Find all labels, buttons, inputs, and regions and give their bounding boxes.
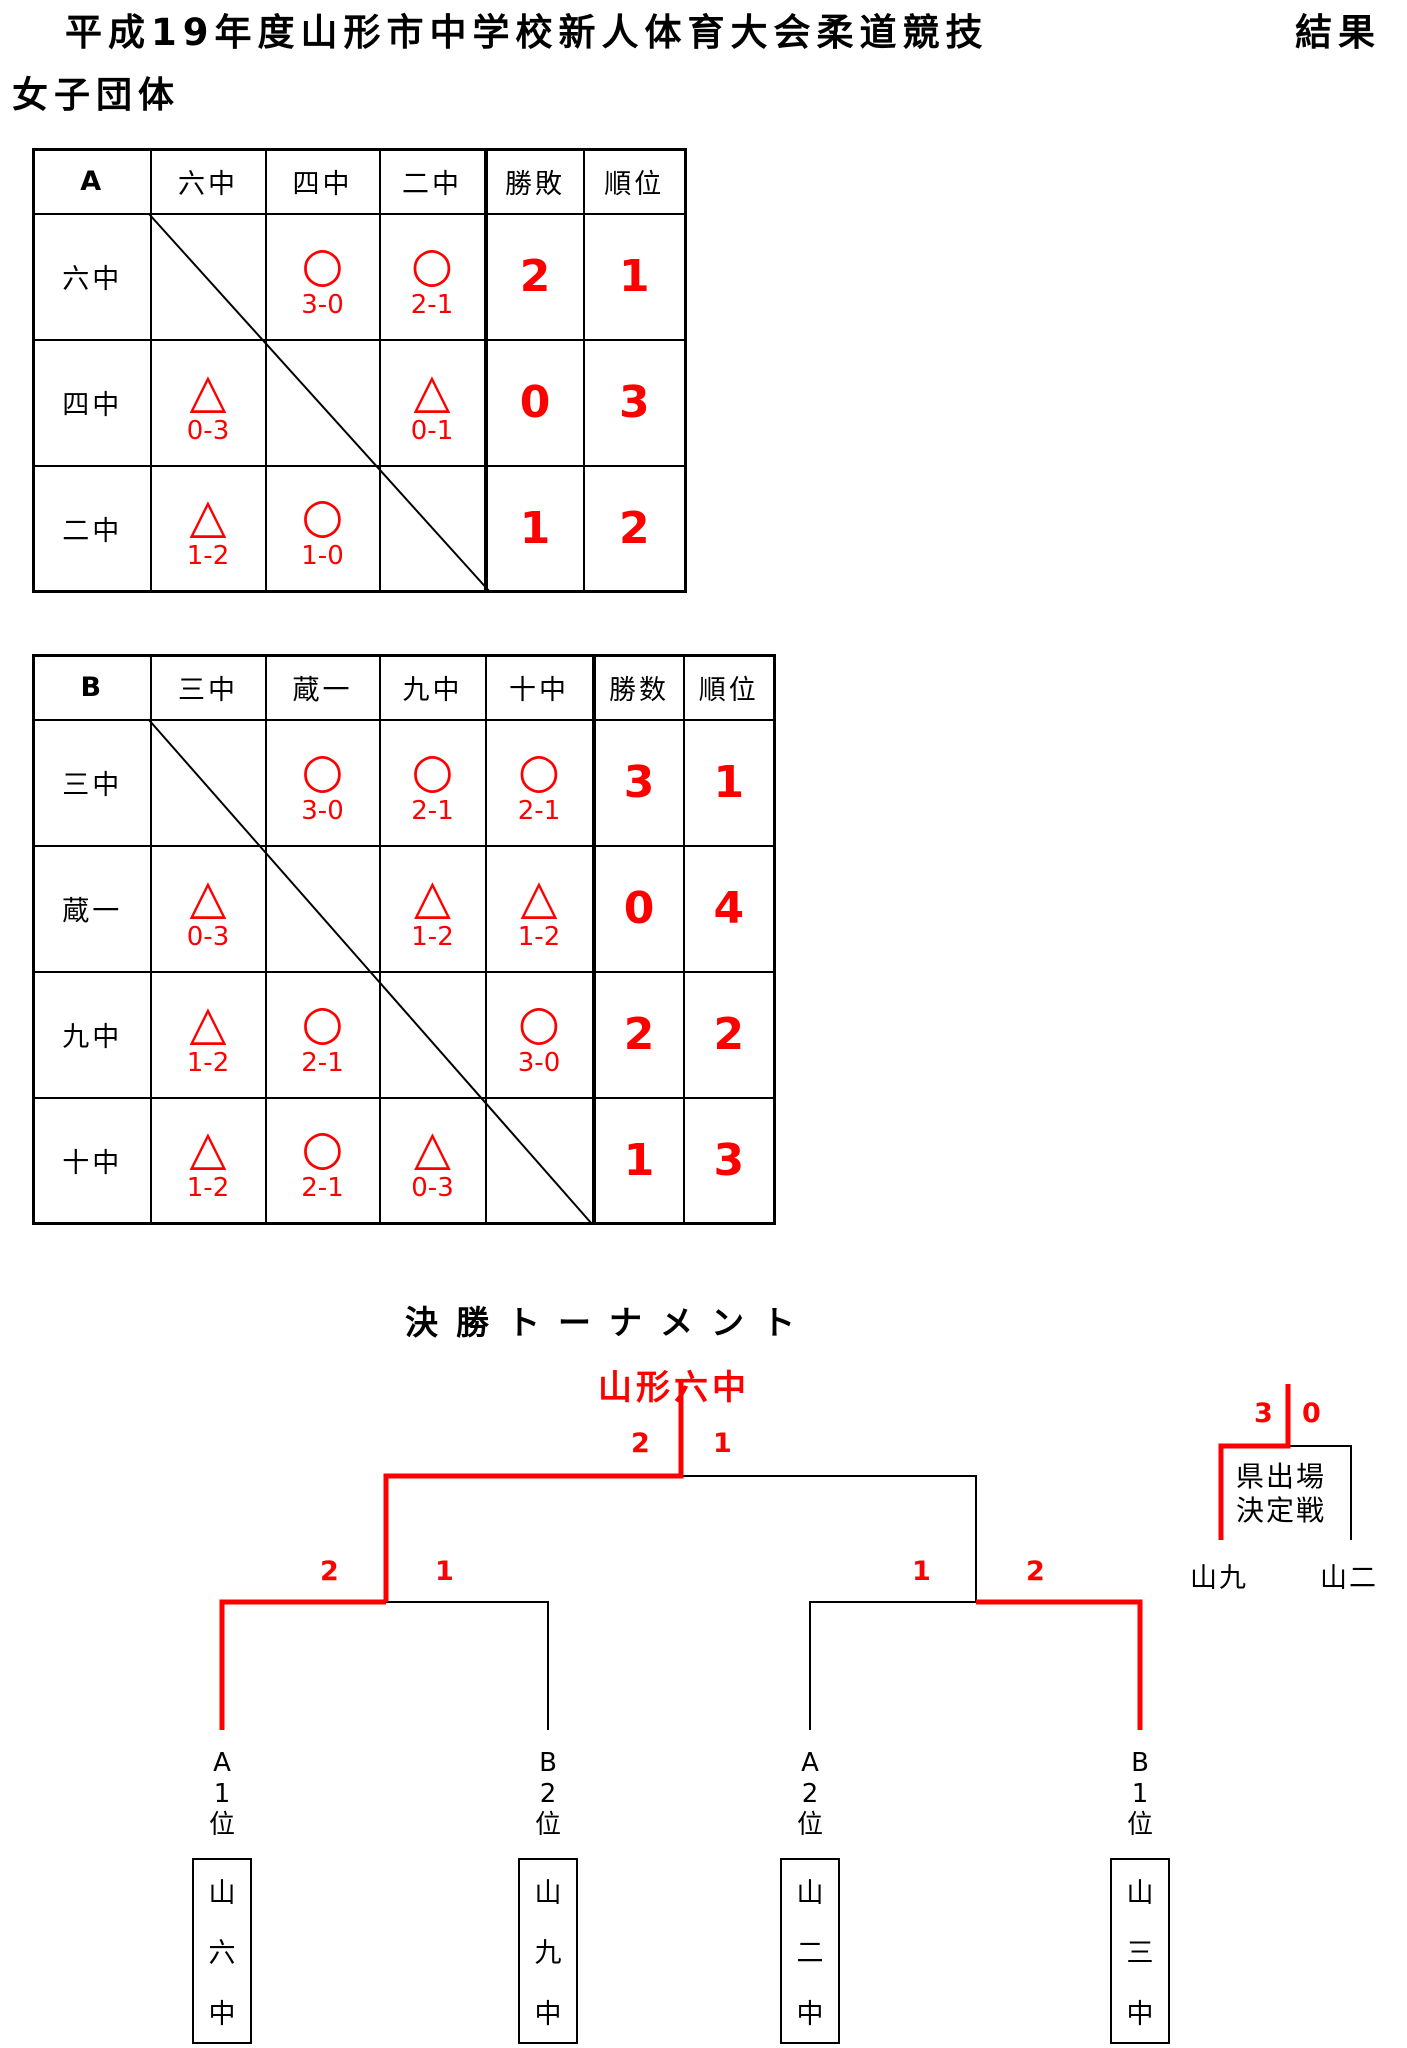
rank-cell: 2 [682, 970, 776, 1099]
rank-cell: 1 [682, 718, 776, 847]
wins-value: 0 [519, 377, 551, 428]
playoff-label-line: 決定戦 [1236, 1494, 1327, 1527]
league-a-header-row: A 六中 四中 二中 勝敗 順位 [32, 148, 687, 215]
bracket-line [386, 1601, 549, 1730]
league-b-col-team: 蔵一 [264, 654, 381, 721]
row-team-name: 六中 [32, 212, 152, 341]
wins-cell: 1 [484, 464, 585, 593]
wins-cell: 2 [484, 212, 585, 341]
rank-value: 1 [713, 757, 745, 808]
champion-name: 山形六中 [598, 1368, 750, 1408]
wins-value: 1 [519, 502, 551, 554]
league-a-col-team: 二中 [378, 148, 488, 215]
playoff-score-left: 3 [1254, 1398, 1273, 1429]
bracket-win-line [219, 1599, 386, 1730]
final-score-right: 1 [713, 1428, 732, 1459]
row-team-name: 蔵一 [32, 844, 152, 973]
league-a-col-team: 四中 [264, 148, 381, 215]
league-b-col-team: 九中 [378, 654, 487, 721]
league-b-col-team: 十中 [484, 654, 596, 721]
playoff-score-right: 0 [1302, 1398, 1321, 1429]
tournament-title: 決勝トーナメント [405, 1303, 813, 1342]
rank-cell: 3 [682, 1096, 776, 1225]
league-a-col-team: 六中 [149, 148, 267, 215]
wins-value: 2 [623, 1009, 655, 1060]
rank-value: 3 [713, 1134, 745, 1186]
playoff-team: 山九 [1190, 1563, 1248, 1594]
rank-cell: 1 [582, 212, 687, 341]
semi-right-score-left: 1 [912, 1556, 931, 1587]
bracket-line [809, 1601, 976, 1730]
row-team-name: 九中 [32, 970, 152, 1099]
row-team-name: 十中 [32, 1096, 152, 1225]
league-a-col-wins: 勝敗 [484, 148, 585, 215]
playoff-label-line: 県出場 [1236, 1460, 1327, 1493]
rank-value: 2 [713, 1009, 745, 1060]
team-box: 山二中 [780, 1858, 840, 2044]
team-box: 山六中 [192, 1858, 252, 2044]
league-b-col-rank: 順位 [682, 654, 776, 721]
wins-value: 1 [623, 1134, 655, 1186]
bracket-win-line [976, 1599, 1143, 1730]
bracket-win-line [383, 1380, 684, 1602]
league-b-header-row: B 三中 蔵一 九中 十中 勝数 順位 [32, 654, 776, 721]
rank-value: 3 [618, 377, 650, 428]
league-b-group-label: B [32, 654, 152, 721]
wins-cell: 2 [592, 970, 685, 1099]
wins-cell: 0 [592, 844, 685, 973]
row-team-name: 二中 [32, 464, 152, 593]
rank-cell: 3 [582, 338, 687, 467]
semi-left-score-right: 1 [435, 1556, 454, 1587]
playoff-label: 県出場 決定戦 [1236, 1460, 1326, 1528]
wins-cell: 3 [592, 718, 685, 847]
league-a-col-rank: 順位 [582, 148, 687, 215]
league-b-col-wins: 勝数 [592, 654, 685, 721]
playoff-line [1288, 1445, 1352, 1540]
rank-cell: 2 [582, 464, 687, 593]
wins-cell: 0 [484, 338, 585, 467]
semi-left-score-left: 2 [320, 1556, 339, 1587]
wins-value: 0 [623, 883, 655, 934]
wins-value: 2 [519, 251, 551, 302]
playoff-team: 山二 [1320, 1563, 1378, 1594]
team-box: 山九中 [518, 1858, 578, 2044]
wins-cell: 1 [592, 1096, 685, 1225]
team-box: 山三中 [1110, 1858, 1170, 2044]
final-score-left: 2 [631, 1428, 650, 1459]
rank-value: 1 [618, 251, 650, 302]
playoff-win-line [1218, 1384, 1291, 1540]
page-title: 平成19年度山形市中学校新人体育大会柔道競技 [65, 11, 989, 54]
semi-right-score-right: 2 [1026, 1556, 1045, 1587]
category-title: 女子団体 [12, 75, 181, 116]
rank-value: 2 [618, 502, 650, 554]
rank-cell: 4 [682, 844, 776, 973]
bracket-line [681, 1475, 977, 1602]
league-b-col-team: 三中 [149, 654, 267, 721]
wins-value: 3 [623, 757, 655, 808]
result-label: 結果 [1295, 11, 1381, 54]
rank-value: 4 [713, 883, 745, 934]
league-a-group-label: A [32, 148, 152, 215]
